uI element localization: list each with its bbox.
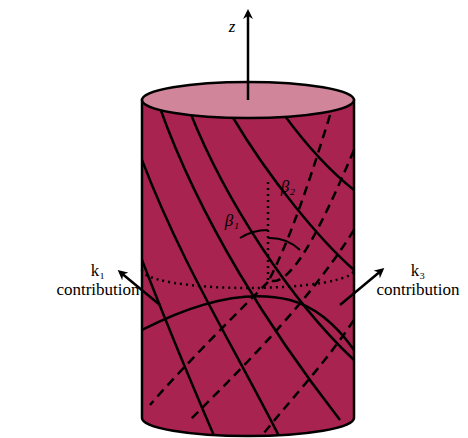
contribution-label: k₁ contribution bbox=[52, 262, 144, 299]
angle-label: β₂ bbox=[274, 178, 302, 197]
contribution-label: k₃ contribution bbox=[372, 262, 464, 299]
angle-label: β₁ bbox=[218, 212, 246, 231]
axis-label: z bbox=[222, 18, 242, 37]
